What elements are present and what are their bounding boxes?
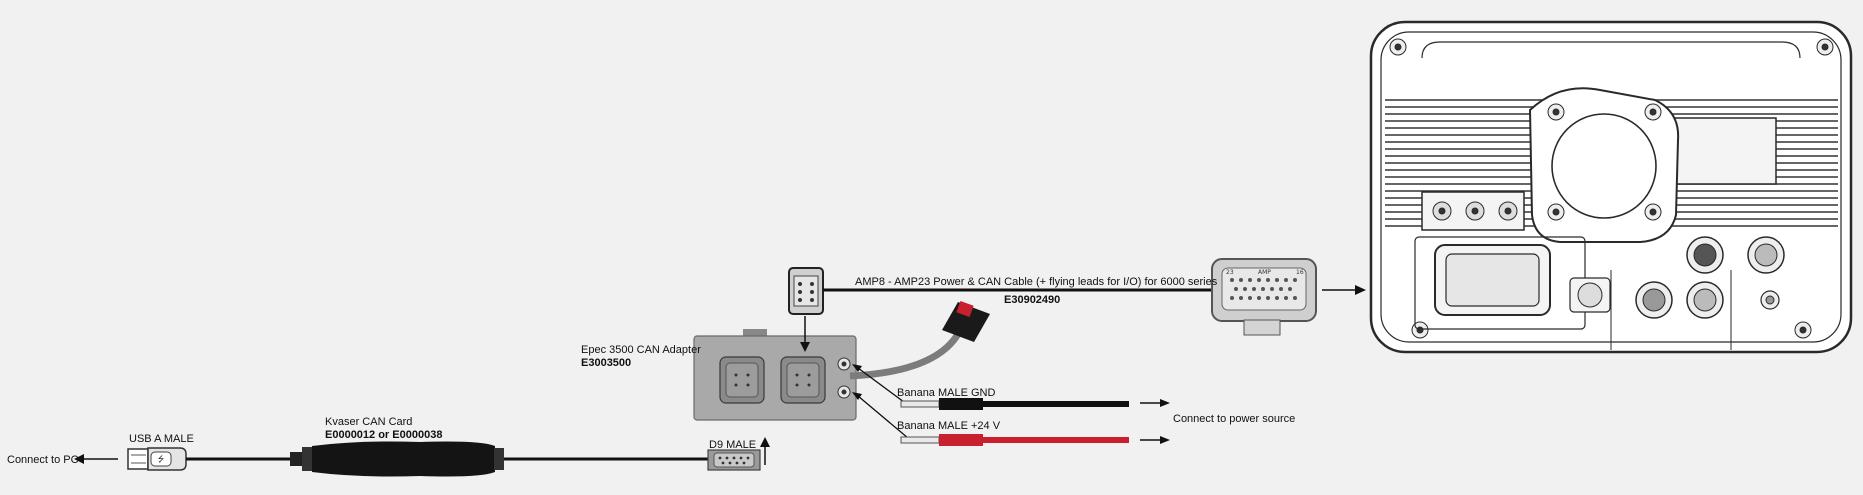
svg-text:⭍: ⭍ (158, 455, 165, 464)
amp-cable-title: AMP8 - AMP23 Power & CAN Cable (+ flying… (855, 276, 1218, 288)
connect-pc-label: Connect to PC (7, 454, 79, 466)
connect-power-label: Connect to power source (1173, 413, 1296, 425)
amp-cable-code: E30902490 (1004, 294, 1061, 306)
amp23-connector: 23 AMP 16 (1211, 258, 1317, 336)
banana-24v-pointer (857, 395, 909, 439)
usb-a-male-label: USB A MALE (129, 433, 194, 445)
kvaser-title: Kvaser CAN Card (325, 416, 413, 428)
adapter-power-cable (849, 332, 961, 380)
epec-title: Epec 3500 CAN Adapter (581, 344, 701, 356)
banana-24v-label: Banana MALE +24 V (897, 420, 1001, 432)
epec-adapter (693, 329, 857, 421)
banana-gnd-lead (900, 398, 1129, 410)
connect-pc-arrow (74, 454, 118, 464)
d9-up-arrow (760, 437, 770, 465)
power-plug (942, 300, 990, 342)
amp8-down-arrow (800, 316, 810, 352)
amp8-connector (788, 267, 824, 315)
d9-connector (707, 449, 761, 471)
epec-code: E3003500 (581, 357, 632, 369)
d9-male-label: D9 MALE (709, 439, 757, 451)
banana-gnd-pointer (857, 367, 909, 406)
banana-gnd-label: Banana MALE GND (897, 387, 996, 399)
display-unit (1369, 20, 1853, 354)
svg-text:16: 16 (1296, 269, 1304, 276)
kvaser-codes: E0000012 or E0000038 (325, 429, 443, 441)
kvaser-can-card (290, 441, 504, 477)
banana-24v-lead (900, 434, 1129, 446)
svg-text:AMP: AMP (1258, 269, 1271, 276)
usb-plug: ⭍ (127, 447, 187, 471)
svg-text:23: 23 (1226, 269, 1234, 276)
